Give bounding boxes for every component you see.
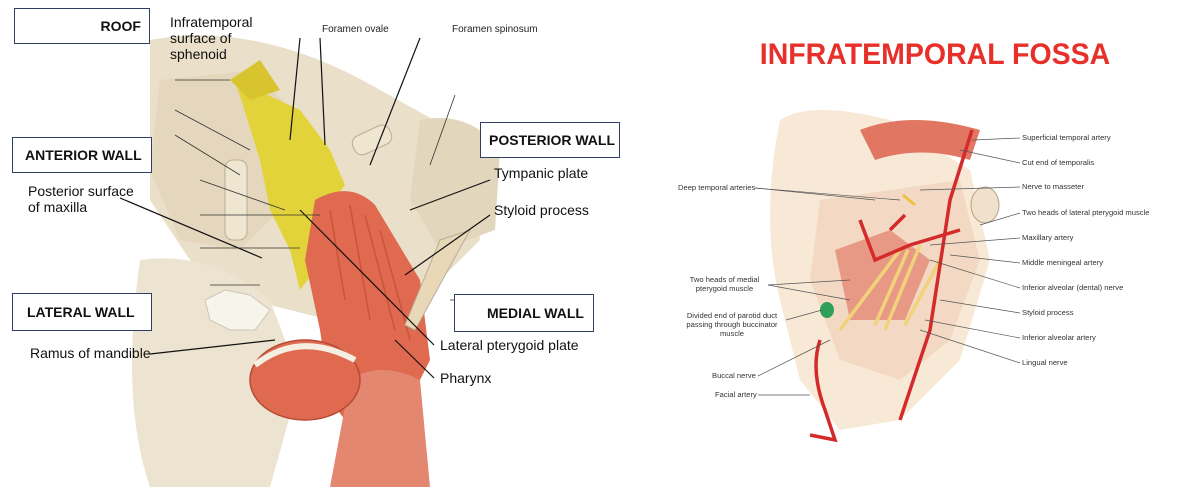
inferior-alveolar-nerve-label: Inferior alveolar (dental) nerve <box>1022 283 1123 292</box>
two-heads-medial-pterygoid-label: Two heads of medial pterygoid muscle <box>682 275 767 293</box>
left-diagram-panel: ROOF ANTERIOR WALL POSTERIOR WALL LATERA… <box>0 0 640 487</box>
infratemporal-surface-label: Infratemporal surface of sphenoid <box>170 14 290 62</box>
roof-label: ROOF <box>101 18 141 34</box>
divided-end-parotid-duct-label: Divided end of parotid duct passing thro… <box>680 311 784 338</box>
infratemporal-illustration <box>660 0 1177 487</box>
anterior-wall-box: ANTERIOR WALL <box>12 137 152 173</box>
buccal-nerve-label: Buccal nerve <box>712 371 756 380</box>
maxillary-artery-label: Maxillary artery <box>1022 233 1073 242</box>
foramen-spinosum-label: Foramen spinosum <box>452 24 538 36</box>
tympanic-plate-label: Tympanic plate <box>494 165 588 181</box>
posterior-wall-box: POSTERIOR WALL <box>480 122 620 158</box>
pharynx-label: Pharynx <box>440 370 491 386</box>
nerve-to-masseter-label: Nerve to masseter <box>1022 182 1084 191</box>
cut-end-of-temporalis-label: Cut end of temporalis <box>1022 158 1094 167</box>
styloid-process-label: Styloid process <box>494 202 589 218</box>
parotid-duct <box>820 302 834 318</box>
anterior-wall-label: ANTERIOR WALL <box>25 147 142 163</box>
lingual-nerve-label: Lingual nerve <box>1022 358 1068 367</box>
ramus-of-mandible-label: Ramus of mandible <box>30 345 151 361</box>
lateral-pterygoid-plate-label: Lateral pterygoid plate <box>440 337 579 353</box>
superficial-temporal-artery-label: Superficial temporal artery <box>1022 133 1111 142</box>
roof-box: ROOF <box>14 8 150 44</box>
facial-artery-label: Facial artery <box>715 390 757 399</box>
posterior-wall-label: POSTERIOR WALL <box>489 132 615 148</box>
posterior-surface-maxilla-label: Posterior surface of maxilla <box>28 183 148 215</box>
medial-wall-box: MEDIAL WALL <box>454 294 594 332</box>
medial-wall-label: MEDIAL WALL <box>487 305 584 321</box>
two-heads-lateral-pterygoid-label: Two heads of lateral pterygoid muscle <box>1022 208 1149 217</box>
lateral-wall-label: LATERAL WALL <box>27 304 135 320</box>
middle-meningeal-artery-label: Middle meningeal artery <box>1022 258 1103 267</box>
foramen-ovale-label: Foramen ovale <box>322 24 389 36</box>
skull-illustration <box>0 0 640 487</box>
deep-temporal-arteries-label: Deep temporal arteries <box>678 183 755 192</box>
inferior-alveolar-artery-label: Inferior alveolar artery <box>1022 333 1096 342</box>
styloid-process-label-right: Styloid process <box>1022 308 1074 317</box>
right-diagram-panel: INFRATEMPORAL FOSSA <box>660 0 1177 487</box>
lateral-wall-box: LATERAL WALL <box>12 293 152 331</box>
